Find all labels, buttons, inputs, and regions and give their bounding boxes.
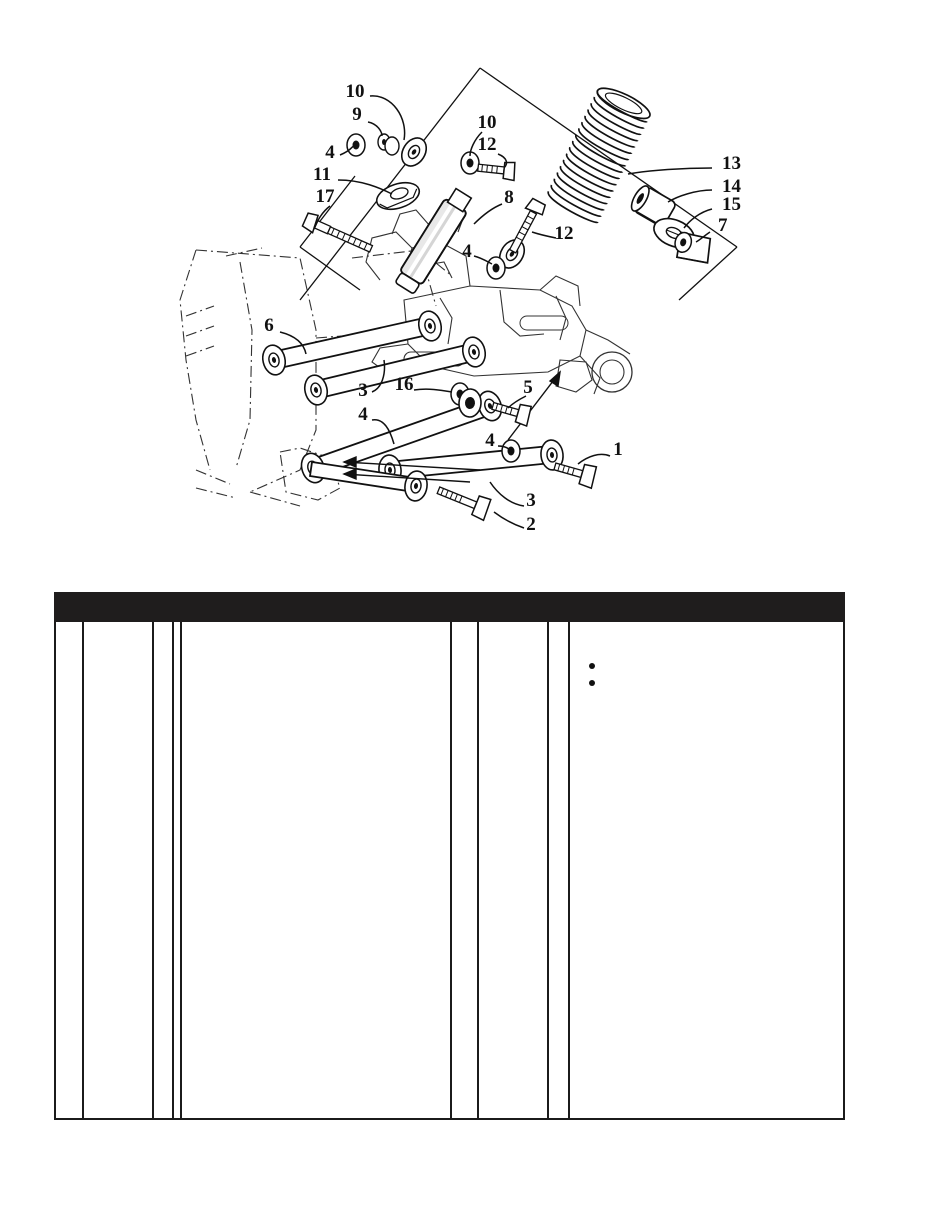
bolt-17	[301, 212, 374, 253]
callout-6: 6	[264, 315, 274, 336]
callout-8: 8	[504, 187, 514, 208]
callout-1: 1	[613, 439, 623, 460]
column-divider-7	[547, 622, 549, 1118]
callout-13: 13	[722, 153, 741, 174]
parts-list-header-row	[54, 592, 845, 622]
callout-numbers: 10 9 4 11 17 10 12 8 12 4 13 14 15 7 6 3…	[264, 81, 741, 535]
shock-absorber	[395, 132, 531, 294]
callout-17: 17	[316, 186, 336, 207]
detail-frame-lower-edges	[299, 175, 361, 291]
column-divider-1	[82, 622, 84, 1118]
callout-5: 5	[523, 377, 533, 398]
callout-11: 11	[313, 164, 331, 185]
column-divider-3	[172, 622, 174, 1118]
rear-suspension-exploded-diagram: 10 9 4 11 17 10 12 8 12 4 13 14 15 7 6 3…	[0, 0, 935, 570]
callout-3a: 3	[358, 380, 368, 401]
hardware-upper-left-group	[346, 133, 400, 157]
coil-spring	[547, 87, 651, 224]
callout-4c: 4	[358, 404, 368, 425]
header-cell-price	[478, 592, 544, 622]
spring-seat-bushing	[630, 185, 676, 227]
header-cell-item	[84, 592, 150, 622]
callout-7: 7	[718, 215, 728, 236]
nut-4-shock	[486, 256, 506, 280]
callout-10b: 10	[478, 112, 497, 133]
note-bullet-1	[589, 663, 595, 669]
callout-16: 16	[395, 374, 414, 395]
callout-14: 14	[722, 176, 742, 197]
bolt-2	[436, 486, 492, 522]
header-cell-qty	[450, 592, 474, 622]
callout-12b: 12	[555, 223, 574, 244]
callout-4b: 4	[462, 241, 472, 262]
column-divider-2	[152, 622, 154, 1118]
callout-2: 2	[526, 514, 536, 535]
spring-lower-mount-7	[674, 231, 712, 264]
diagram-canvas: 10 9 4 11 17 10 12 8 12 4 13 14 15 7 6 3…	[179, 67, 742, 535]
header-cell-description	[178, 592, 446, 622]
header-cell-mark	[548, 592, 566, 622]
column-divider-6	[477, 622, 479, 1118]
note-bullet-2	[589, 680, 595, 686]
column-divider-8	[568, 622, 570, 1118]
column-divider-5	[450, 622, 452, 1118]
header-cell-notes	[570, 592, 838, 622]
header-cell-part-flag	[154, 592, 174, 622]
header-cell-ref	[58, 592, 80, 622]
callout-4d: 4	[485, 430, 495, 451]
hardware-lower-group	[450, 382, 533, 463]
bolt-1	[553, 462, 598, 490]
callout-10a: 10	[346, 81, 365, 102]
parts-list-table	[54, 592, 845, 1120]
column-divider-4	[180, 622, 182, 1118]
callout-9: 9	[352, 104, 362, 125]
frame-mount-arrows	[342, 370, 561, 483]
hardware-10-12-group	[460, 151, 516, 182]
callout-3b: 3	[526, 490, 536, 511]
bolt-12-lower	[508, 197, 547, 254]
spacer-plate	[375, 181, 421, 211]
callout-12a: 12	[478, 134, 497, 155]
callout-leader-lines	[279, 95, 713, 529]
parts-list-body	[56, 622, 843, 1118]
callout-4a: 4	[325, 142, 335, 163]
callout-15: 15	[722, 194, 741, 215]
